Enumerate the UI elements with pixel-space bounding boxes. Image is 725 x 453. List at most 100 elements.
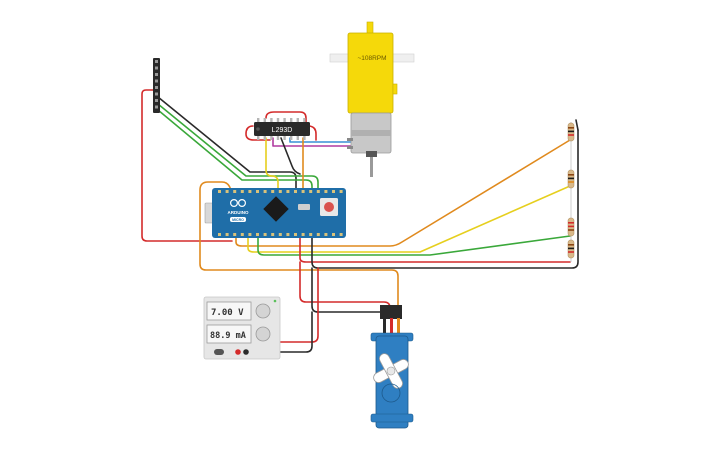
- arduino-pin: [339, 233, 343, 236]
- wire-black-r-right: [575, 119, 579, 131]
- servo-lead-black: [383, 318, 386, 334]
- motor-shaft-top: [366, 21, 374, 35]
- arduino-pin: [240, 233, 244, 236]
- arduino-pin: [248, 233, 252, 236]
- motor-shaft-collar: [366, 151, 377, 157]
- arduino-pin: [263, 190, 267, 193]
- chip-notch: [256, 127, 260, 131]
- voltage-knob[interactable]: [255, 303, 271, 319]
- wire-red-header: [141, 89, 233, 242]
- header-pin: [155, 92, 158, 96]
- wire-black-header: [157, 96, 297, 193]
- arduino-pin: [225, 233, 229, 236]
- wire-magenta-chip: [272, 137, 353, 147]
- psu-indicator-led: [273, 299, 277, 303]
- wire-black-chip: [280, 137, 301, 175]
- current-knob[interactable]: [255, 326, 271, 342]
- arduino-pin: [286, 190, 290, 193]
- servo-motor: [365, 305, 416, 429]
- voltage-readout: 7.00 V: [211, 308, 244, 318]
- reset-button[interactable]: [324, 202, 334, 212]
- chip-pin: [296, 135, 299, 140]
- motor-terminal-1: [347, 138, 353, 141]
- arduino-pin: [256, 190, 259, 193]
- arduino-model-text: MICRO: [232, 218, 244, 222]
- wire-green-r3: [257, 235, 571, 256]
- arduino-pin: [324, 233, 328, 236]
- dc-motor: ~108RPM: [329, 21, 415, 177]
- driver-chip-body: [254, 122, 310, 136]
- psu-terminal-positive: [235, 349, 241, 355]
- arduino-pin: [332, 233, 335, 236]
- arduino-pin: [332, 190, 335, 193]
- arduino-board: ARDUINO MICRO: [204, 188, 346, 238]
- header-pin: [155, 99, 158, 102]
- arduino-pin: [339, 190, 343, 193]
- crystal: [298, 204, 310, 210]
- wire-red-r4: [299, 235, 571, 263]
- motor-output-shaft: [370, 153, 373, 177]
- chip-pin: [303, 135, 306, 140]
- wire-black-servo: [311, 267, 385, 319]
- arduino-pin: [301, 233, 305, 236]
- servo-horn[interactable]: [365, 345, 416, 396]
- chip-pin: [263, 135, 266, 140]
- servo-mount-bottom: [370, 413, 414, 423]
- arduino-pin: [324, 190, 328, 193]
- arduino-model-badge: [230, 217, 246, 222]
- motor-terminal-2: [347, 146, 353, 149]
- wire-red-chip-loop: [245, 125, 271, 141]
- wire-yellow-r2: [247, 185, 571, 253]
- header-pin: [155, 66, 158, 70]
- psu-terminal-negative: [243, 349, 249, 355]
- psu-power-switch[interactable]: [214, 349, 224, 355]
- chip-pin: [303, 118, 306, 123]
- header-pin: [155, 73, 158, 76]
- current-readout: 88.9 mA: [210, 331, 246, 341]
- chip-pin: [276, 118, 280, 123]
- wire-black-power: [245, 311, 313, 353]
- current-display: [206, 324, 252, 344]
- microcontroller-chip: [263, 196, 289, 222]
- resistor: [567, 169, 575, 189]
- arduino-pin: [233, 233, 237, 236]
- motor-label: ~108RPM: [357, 55, 386, 62]
- arduino-pin: [316, 190, 320, 193]
- wire-red-chip-top: [265, 111, 307, 125]
- resistor: [567, 217, 575, 237]
- resistor: [567, 122, 575, 142]
- servo-lead-orange: [397, 318, 400, 334]
- chip-pin: [290, 118, 293, 123]
- arduino-pin: [278, 233, 282, 236]
- chip-pin: [296, 118, 299, 123]
- motor-can-band: [351, 130, 391, 136]
- arduino-pin: [294, 190, 297, 193]
- chip-pin: [270, 118, 273, 123]
- arduino-pin: [316, 233, 320, 236]
- arduino-pin: [248, 190, 252, 193]
- chip-pin: [263, 118, 266, 123]
- chip-pin: [290, 135, 293, 140]
- resistor: [567, 239, 575, 259]
- servo-lead-red: [390, 318, 393, 334]
- header-pin: [155, 86, 158, 89]
- arduino-pin: [263, 233, 267, 236]
- servo-base-ring: [381, 383, 401, 403]
- wire-orange-servo: [199, 181, 399, 319]
- chip-pin: [283, 135, 286, 140]
- chip-pin: [276, 135, 280, 140]
- arduino-pin: [271, 190, 275, 193]
- arduino-pin: [294, 233, 297, 236]
- arduino-pin: [286, 233, 290, 236]
- servo-connector: [380, 305, 402, 319]
- chip-pin: [270, 135, 273, 140]
- power-supply: 7.00 V 88.9 mA: [203, 296, 281, 360]
- wire-green-header-1: [157, 103, 319, 193]
- arduino-pin: [278, 190, 282, 193]
- motor-gearbox-body: [347, 32, 394, 114]
- arduino-pin: [301, 190, 305, 193]
- arduino-pin: [256, 233, 259, 236]
- header-pin: [155, 105, 158, 109]
- header-pin: [155, 60, 158, 63]
